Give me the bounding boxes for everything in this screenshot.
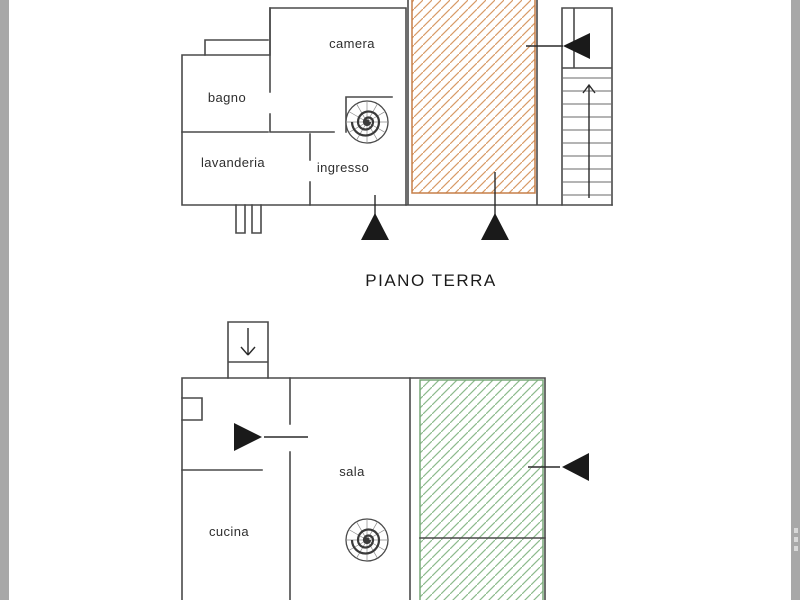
flue-down-arrow-icon (240, 328, 256, 356)
hatch-zone-walls (405, 0, 613, 206)
hatched-area-orange (411, 0, 536, 194)
edge-mark (794, 537, 798, 542)
room-label-cucina: cucina (209, 524, 249, 539)
right-edge-strip (791, 0, 800, 600)
spiral-staircase-icon (344, 99, 390, 145)
lower-floor-plan (181, 321, 589, 600)
edge-mark (794, 528, 798, 533)
room-label-camera: camera (329, 36, 375, 51)
ground-floor-plan (181, 0, 613, 240)
stair-up-arrow-icon (582, 83, 596, 198)
entrance-arrow-up-icon (481, 213, 509, 240)
entrance-arrow-right-icon (234, 423, 262, 451)
room-label-lavanderia: lavanderia (201, 155, 265, 170)
interior-walls (181, 7, 393, 206)
entrance-arrow-left-icon (563, 33, 590, 59)
flue-shaft (227, 321, 269, 379)
room-label-bagno: bagno (207, 90, 247, 105)
left-edge-strip (0, 0, 9, 600)
entrance-arrow-up-icon (361, 213, 389, 240)
room-label-ingresso: ingresso (316, 160, 370, 175)
plan-title-piano-terra: PIANO TERRA (365, 271, 497, 290)
entrance-arrow-left-icon (562, 453, 589, 481)
interior-walls (181, 377, 546, 600)
edge-mark (794, 546, 798, 551)
straight-staircase (561, 7, 613, 206)
outer-walls (181, 377, 546, 600)
wall-stubs (235, 204, 262, 234)
room-label-sala: sala (339, 464, 365, 479)
hatched-area-green (419, 379, 544, 600)
spiral-staircase-icon (344, 517, 390, 563)
